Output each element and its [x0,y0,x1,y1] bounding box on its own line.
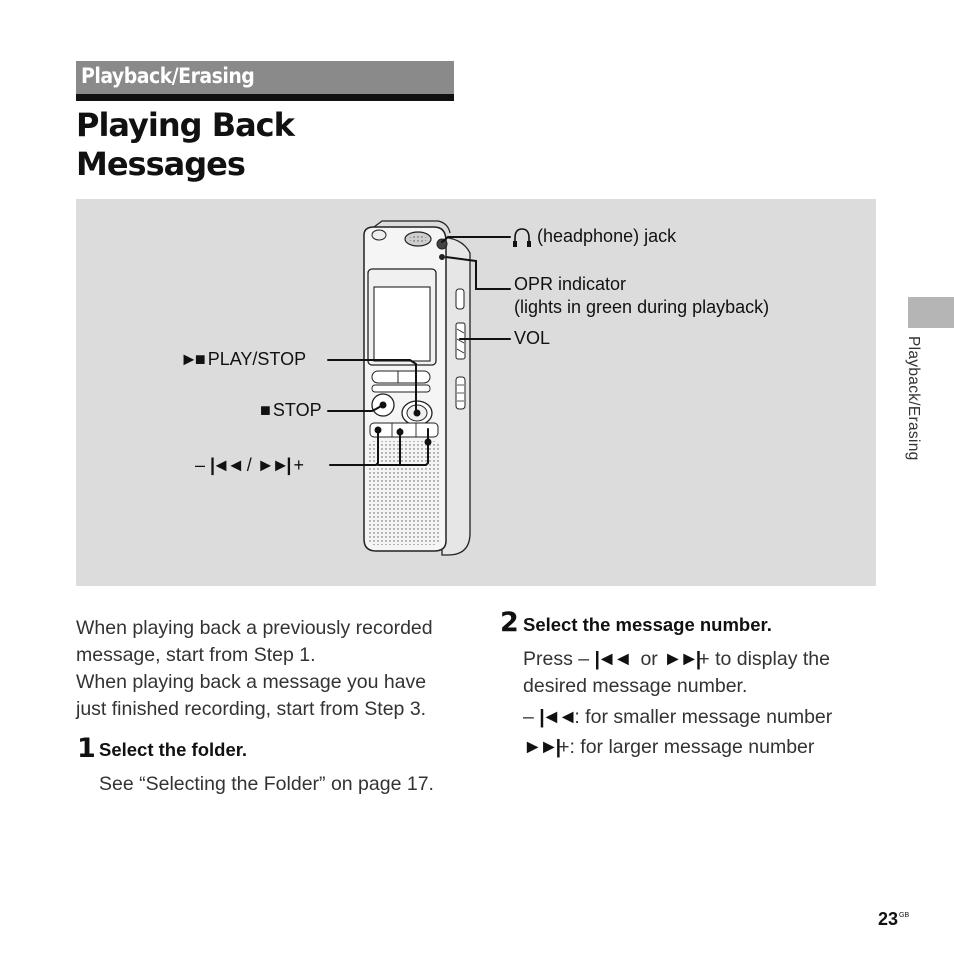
skip-back-icon: |◄◄ [594,648,633,670]
intro-paragraph: When playing back a previously recorded … [76,617,433,720]
skip-forward-icon: ►►| [663,648,701,670]
skip-buttons-label: – |◄◄ / ►►| + [195,455,304,475]
page-title: Playing Back Messages [76,106,295,184]
headphone-jack-label: (headphone) jack [537,226,677,246]
stop-label: ■ STOP [260,400,322,420]
page-title-line2: Messages [76,145,246,183]
step1-text: See “Selecting the Folder” on page 17. [99,773,434,795]
step1-heading: Select the folder. [99,739,248,760]
voice-recorder-illustration [327,220,531,556]
skip-forward-icon: ►►| [256,455,292,475]
recorder-figure: (headphone) jack OPR indicator (lights i… [76,199,876,586]
section-header-bar: Playback/Erasing [76,61,454,101]
play-stop-icon: ►■ [180,349,206,369]
step2-legend: – |◄◄: for smaller message number ►►|+: … [523,706,833,758]
volume-label: VOL [514,328,551,348]
section-header-label: Playback/Erasing [81,64,255,88]
opr-indicator-sublabel: (lights in green during playback) [514,297,770,317]
side-tab [908,297,954,328]
skip-forward-icon: ►►| [523,736,561,758]
play-stop-label: ►■ PLAY/STOP [180,349,307,369]
stop-icon: ■ [260,400,271,420]
side-section-label: Playback/Erasing [905,336,922,461]
headphone-icon [513,228,531,247]
step2-number: 2 [500,607,519,638]
page-number: 23GB [878,909,910,929]
step2-heading: Select the message number. [523,614,772,635]
page-title-line1: Playing Back [76,106,295,144]
opr-indicator-label: OPR indicator [514,274,627,294]
step2-text: Press – |◄◄ or ►►|+ to display the desir… [523,648,830,697]
skip-back-icon: |◄◄ [210,455,245,475]
step1-number: 1 [77,733,96,764]
skip-back-icon: |◄◄ [539,706,577,728]
